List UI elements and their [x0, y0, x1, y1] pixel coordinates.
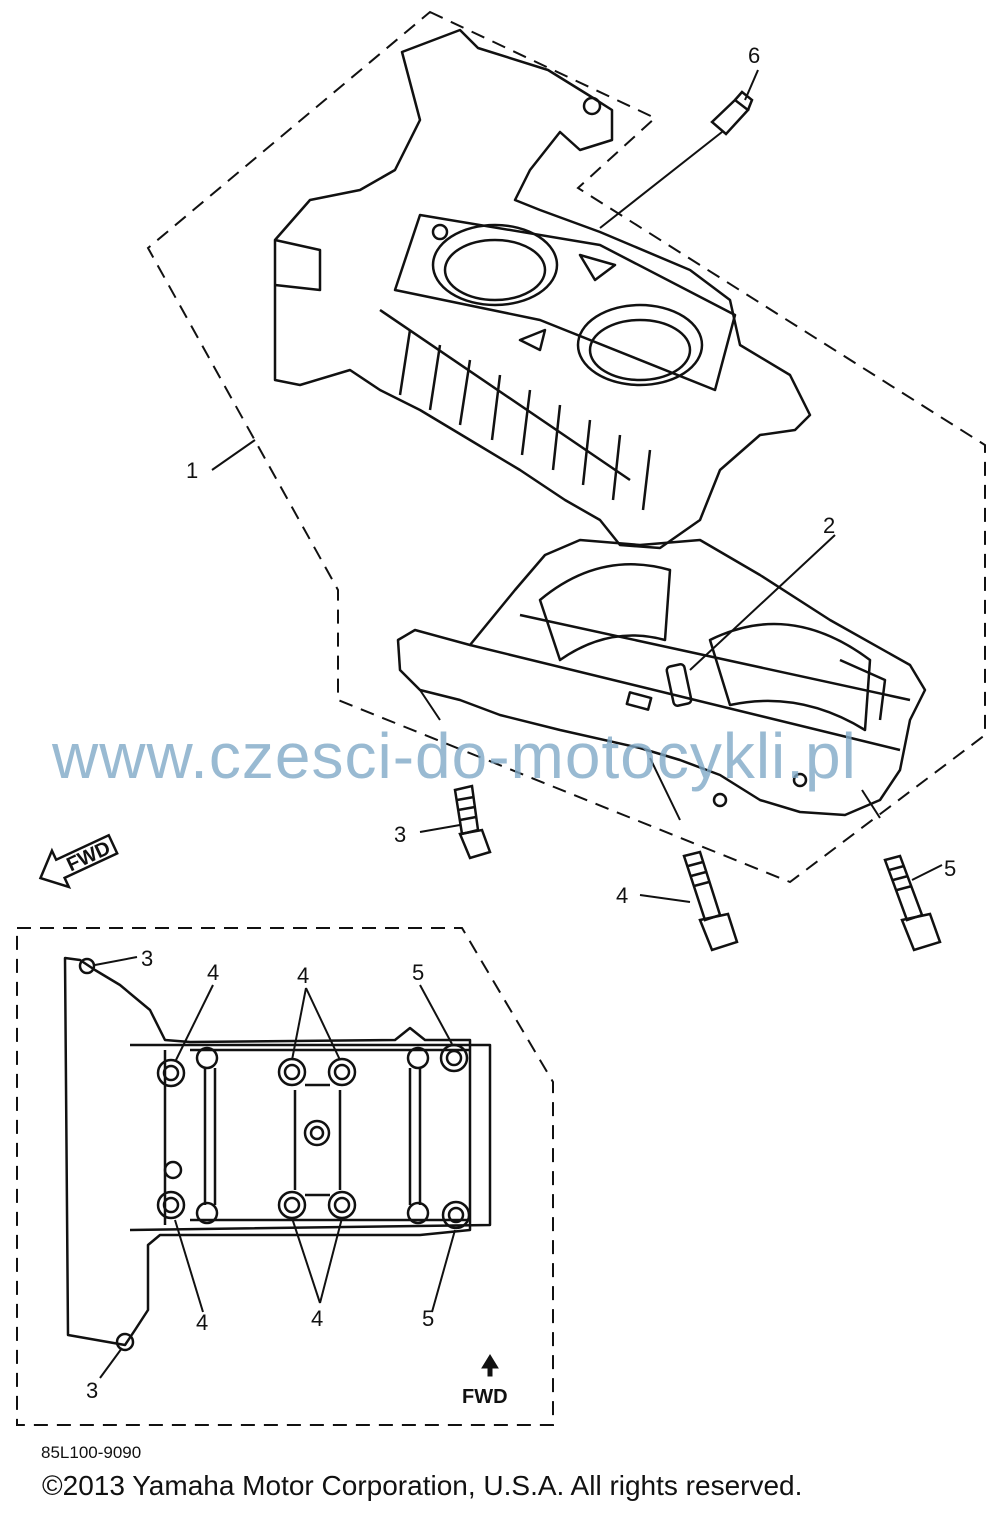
- inset-bottom-view: [63, 956, 492, 1352]
- svg-text:FWD: FWD: [63, 837, 114, 876]
- cylinder-bore-left: [431, 223, 559, 307]
- copyright-notice: ©2013 Yamaha Motor Corporation, U.S.A. A…: [42, 1470, 803, 1501]
- upper-crankcase: [273, 28, 812, 550]
- callout-5: 5: [944, 856, 956, 881]
- fwd-arrow-up: [481, 1354, 499, 1377]
- lower-crankcase: [396, 538, 927, 817]
- inset-callout-5-top: 5: [412, 960, 424, 985]
- main-bearing-left: [538, 563, 672, 662]
- part-code: 85L100-9090: [41, 1443, 142, 1462]
- bolt-4: [682, 850, 739, 952]
- bolt-5: [883, 854, 942, 952]
- callout-6: 6: [748, 43, 760, 68]
- main-bearing-right: [708, 622, 872, 732]
- watermark-text: www.czesci-do-motocykli.pl: [51, 720, 857, 792]
- inset-callout-5-bottom: 5: [422, 1306, 434, 1331]
- callout-2: 2: [823, 513, 835, 538]
- inset-bolt-hole: [78, 957, 96, 975]
- inset-fwd-label: FWD: [462, 1386, 508, 1408]
- cylinder-bore-right: [576, 303, 704, 387]
- inset-callout-4-bottom-center: 4: [311, 1306, 323, 1331]
- callout-4: 4: [616, 883, 628, 908]
- callout-3: 3: [394, 822, 406, 847]
- inset-callout-4-top-center: 4: [297, 963, 309, 988]
- inset-callout-3-bottom: 3: [86, 1378, 98, 1403]
- inset-callout-3-top: 3: [141, 946, 153, 971]
- leader-lines: [211, 69, 943, 903]
- inset-dashed-boundary: [16, 927, 554, 1426]
- inset-callout-4-top-left: 4: [207, 960, 219, 985]
- callout-1: 1: [186, 458, 198, 483]
- dowel-pin: [665, 663, 693, 707]
- bolt-3: [453, 784, 492, 860]
- assembly-1-dashed-boundary: [146, 10, 986, 884]
- fwd-arrow-diagonal: FWD: [38, 833, 119, 889]
- inset-callout-4-bottom-left: 4: [196, 1310, 208, 1335]
- inset-leader-lines: [94, 956, 456, 1379]
